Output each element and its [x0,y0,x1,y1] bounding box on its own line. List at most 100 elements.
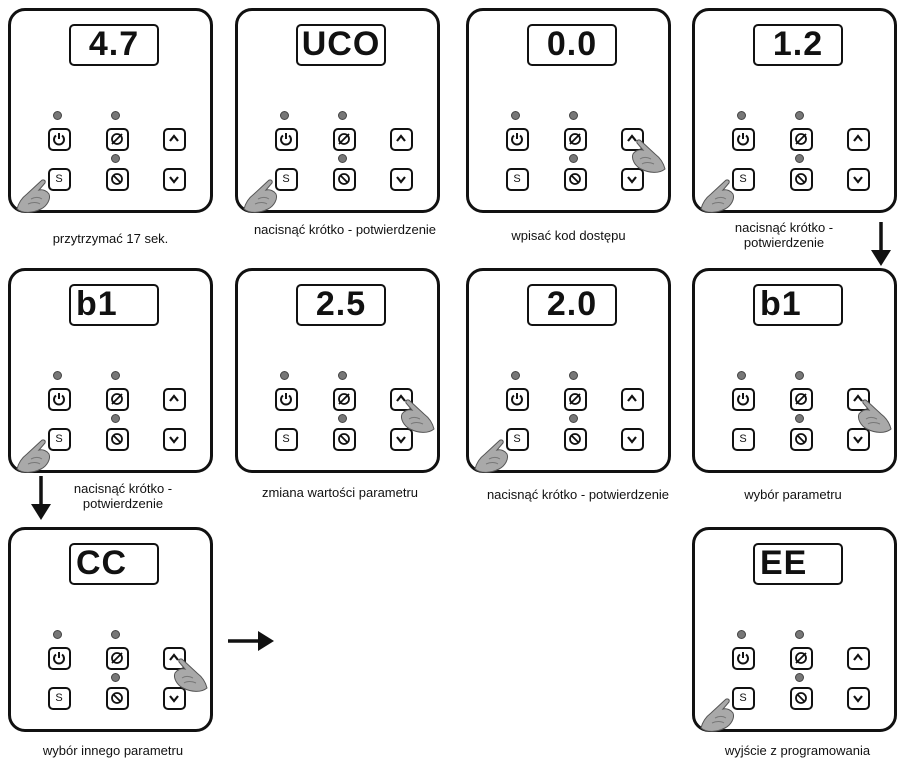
caption-3: wpisać kod dostępu [511,228,626,243]
display: 4.7 [69,24,159,66]
down-button[interactable] [390,168,413,191]
power-button[interactable] [732,128,755,151]
down-button[interactable] [621,168,644,191]
up-button[interactable] [847,647,870,670]
power-button[interactable] [275,388,298,411]
defrost-button[interactable] [564,128,587,151]
set-button[interactable]: S [506,428,529,451]
down-button[interactable] [163,687,186,710]
standby-button[interactable] [790,168,813,191]
status-led [111,371,120,380]
power-button[interactable] [732,647,755,670]
status-led [795,371,804,380]
controller-panel-4: 1.2 S [692,8,897,213]
down-button[interactable] [847,168,870,191]
set-button[interactable]: S [48,168,71,191]
caption-4: nacisnąć krótko - potwierdzenie [734,220,834,250]
display: EE [753,543,843,585]
caption-1: przytrzymać 17 sek. [52,231,169,246]
set-button[interactable]: S [732,428,755,451]
power-button[interactable] [48,388,71,411]
defrost-button[interactable] [790,647,813,670]
defrost-button[interactable] [106,388,129,411]
status-led [111,111,120,120]
set-label: S [55,173,63,185]
defrost-button[interactable] [790,128,813,151]
power-button[interactable] [506,388,529,411]
defrost-button[interactable] [333,128,356,151]
down-button[interactable] [621,428,644,451]
set-label: S [513,433,521,445]
standby-button[interactable] [333,168,356,191]
power-button[interactable] [48,647,71,670]
up-button[interactable] [621,388,644,411]
status-led [511,371,520,380]
standby-button[interactable] [790,428,813,451]
standby-button[interactable] [106,168,129,191]
down-button[interactable] [163,428,186,451]
up-button[interactable] [847,128,870,151]
status-led [280,111,289,120]
standby-button[interactable] [106,687,129,710]
power-button[interactable] [275,128,298,151]
up-button[interactable] [390,128,413,151]
controller-panel-7: 2.0 S [466,268,671,473]
set-button[interactable]: S [275,428,298,451]
display: b1 [753,284,843,326]
status-led [737,111,746,120]
power-button[interactable] [506,128,529,151]
defrost-button[interactable] [106,647,129,670]
display: 0.0 [527,24,617,66]
set-label: S [55,433,63,445]
set-label: S [282,433,290,445]
up-button[interactable] [847,388,870,411]
set-button[interactable]: S [732,687,755,710]
set-button[interactable]: S [48,428,71,451]
status-led [511,111,520,120]
down-button[interactable] [847,687,870,710]
standby-button[interactable] [564,168,587,191]
set-button[interactable]: S [506,168,529,191]
status-led [280,371,289,380]
status-led [111,414,120,423]
status-led [569,371,578,380]
power-button[interactable] [732,388,755,411]
standby-button[interactable] [564,428,587,451]
down-button[interactable] [847,428,870,451]
standby-button[interactable] [790,687,813,710]
controller-panel-5: b1 S [8,268,213,473]
controller-panel-9: CC S [8,527,213,732]
set-button[interactable]: S [48,687,71,710]
status-led [53,630,62,639]
display: CC [69,543,159,585]
defrost-button[interactable] [106,128,129,151]
status-led [111,673,120,682]
standby-button[interactable] [333,428,356,451]
defrost-button[interactable] [564,388,587,411]
up-button[interactable] [163,128,186,151]
up-button[interactable] [163,388,186,411]
controller-panel-3: 0.0 S [466,8,671,213]
defrost-button[interactable] [790,388,813,411]
set-button[interactable]: S [275,168,298,191]
defrost-button[interactable] [333,388,356,411]
caption-9: wybór innego parametru [42,743,184,758]
controller-panel-6: 2.5 S [235,268,440,473]
down-button[interactable] [163,168,186,191]
up-button[interactable] [621,128,644,151]
status-led [111,630,120,639]
arrow-right-icon [228,631,274,651]
power-button[interactable] [48,128,71,151]
up-button[interactable] [163,647,186,670]
caption-6: zmiana wartości parametru [261,485,419,500]
status-led [795,414,804,423]
up-button[interactable] [390,388,413,411]
status-led [795,630,804,639]
controller-panel-10: EE S [692,527,897,732]
down-button[interactable] [390,428,413,451]
standby-button[interactable] [106,428,129,451]
status-led [795,154,804,163]
set-button[interactable]: S [732,168,755,191]
status-led [111,154,120,163]
status-led [569,111,578,120]
